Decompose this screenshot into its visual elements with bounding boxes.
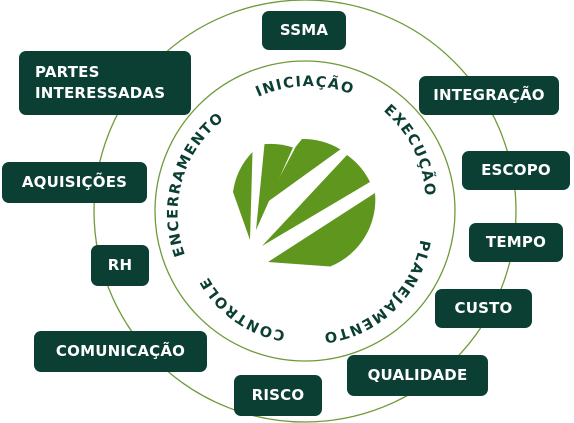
phase-controle: CONTROLE <box>197 274 286 343</box>
area-partes-interessadas: PARTES INTERESSADAS <box>19 51 191 115</box>
area-qualidade: QUALIDADE <box>347 355 488 396</box>
area-risco: RISCO <box>234 375 322 416</box>
area-ssma: SSMA <box>262 11 346 50</box>
phase-encerramento: ENCERRAMENTO <box>166 110 228 259</box>
outer-ring <box>93 0 517 423</box>
phase-iniciacao: INICIAÇÃO <box>253 74 356 101</box>
leaf-rays-logo <box>233 138 376 267</box>
area-comunicacao: COMUNICAÇÃO <box>34 331 207 372</box>
logo-wedge-right <box>262 155 370 246</box>
logo-wedge-bottom <box>268 193 376 267</box>
phase-execucao: EXECUÇÃO <box>381 102 438 198</box>
logo-wedge-top <box>266 138 341 203</box>
logo-wedge-upper-left <box>256 143 293 230</box>
area-custo: CUSTO <box>435 289 532 328</box>
area-aquisicoes: AQUISIÇÕES <box>2 162 147 203</box>
inner-ring <box>154 60 456 362</box>
area-integracao: INTEGRAÇÃO <box>419 76 559 115</box>
area-rh: RH <box>91 245 149 286</box>
logo-wedge-lower-left <box>233 152 253 240</box>
area-tempo: TEMPO <box>469 223 563 262</box>
area-escopo: ESCOPO <box>462 151 570 190</box>
